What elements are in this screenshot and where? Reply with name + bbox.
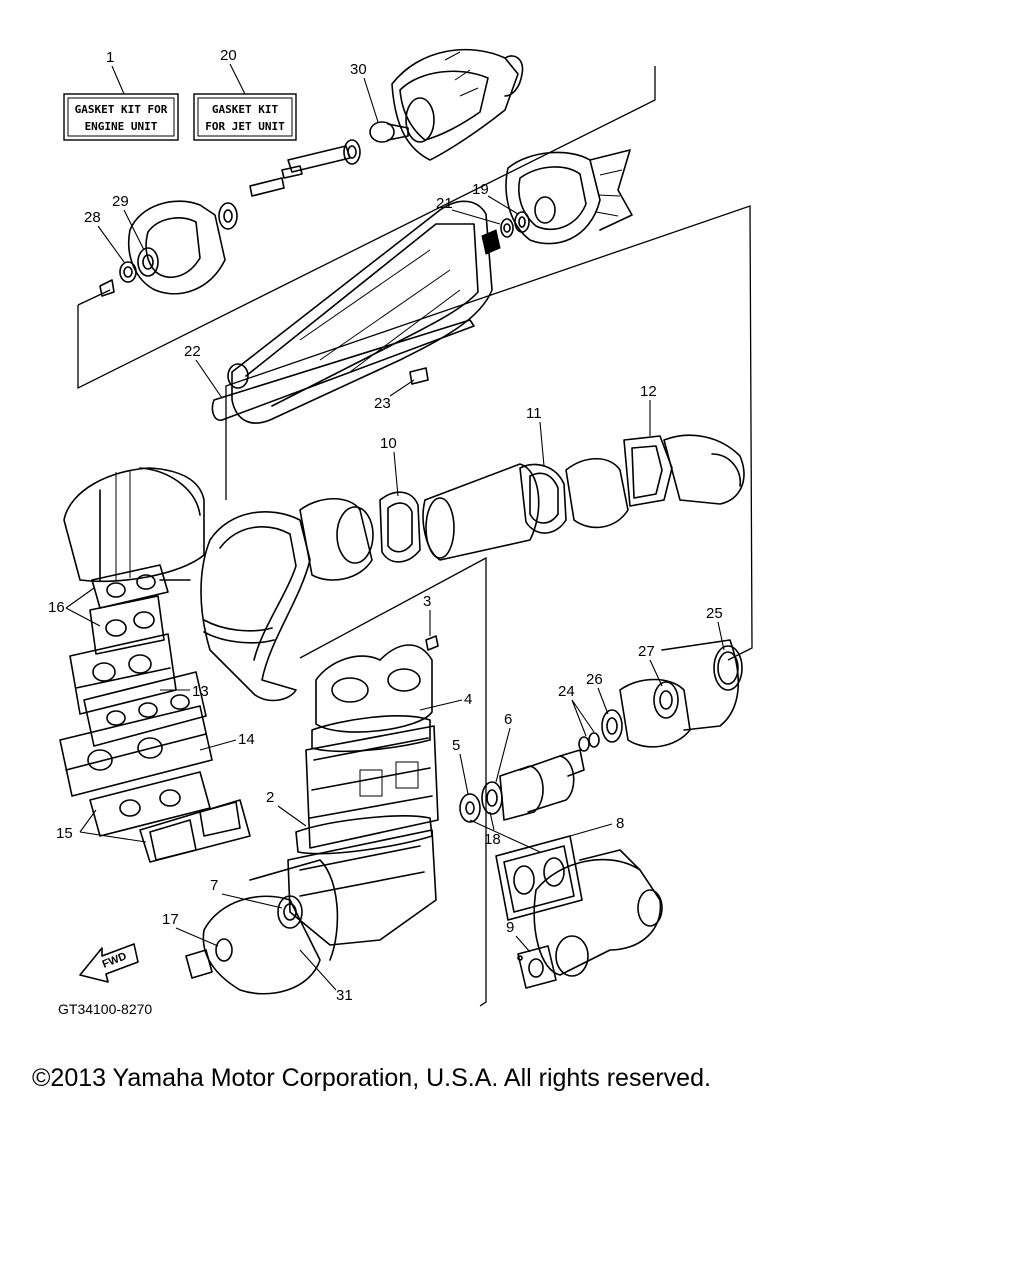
callout-9: 9 xyxy=(506,919,514,936)
callouts: 30 29 28 19 21 22 23 12 11 10 16 3 25 27… xyxy=(48,61,725,1004)
callout-30: 29 xyxy=(112,193,129,210)
callout-11: 11 xyxy=(526,405,542,422)
callout-18: 31 xyxy=(336,987,353,1004)
engine-assembly xyxy=(287,556,585,1007)
callout-15: 15 xyxy=(56,825,73,842)
copyright-notice: ©2013 Yamaha Motor Corporation, U.S.A. A… xyxy=(32,1064,711,1092)
callout-26: 25 xyxy=(706,605,723,622)
forward-arrow-icon: FWD xyxy=(79,943,139,983)
jet-pump-assembly xyxy=(77,48,656,390)
callout-27: 26 xyxy=(586,671,603,688)
callout-8: 8 xyxy=(616,815,624,832)
kit-20-line2: FOR JET UNIT xyxy=(205,120,285,133)
diagram-code: GT34100-8270 xyxy=(58,1001,152,1017)
callout-23: 22 xyxy=(184,343,201,360)
callout-3: 3 xyxy=(423,593,431,610)
callout-31: 30 xyxy=(350,61,367,78)
gasket-kit-engine-label: GASKET KIT FOR ENGINE UNIT xyxy=(63,93,179,141)
callout-2: 2 xyxy=(266,789,274,806)
callout-10: 10 xyxy=(380,435,397,452)
intake-duct-assembly xyxy=(211,200,753,661)
intake-manifold-assembly xyxy=(59,467,251,863)
callout-1: 1 xyxy=(106,49,114,66)
callout-17: 17 xyxy=(162,911,179,928)
callout-6: 6 xyxy=(504,711,512,728)
bearing-housing-assembly xyxy=(578,639,743,752)
callout-22: 21 xyxy=(436,195,453,212)
callout-21: 19 xyxy=(472,181,489,198)
callout-28: 27 xyxy=(638,643,655,660)
callout-7: 7 xyxy=(210,877,218,894)
callout-19: 18 xyxy=(484,831,501,848)
callout-16: 16 xyxy=(48,599,65,616)
kit-20-line1: GASKET KIT xyxy=(212,103,279,116)
exhaust-assembly xyxy=(200,434,745,702)
callout-12: 12 xyxy=(640,383,657,400)
gasket-kit-jet-label: GASKET KIT FOR JET UNIT xyxy=(193,93,297,141)
flywheel-cover-assembly xyxy=(185,859,339,995)
callout-14: 14 xyxy=(238,731,255,748)
callout-24: 23 xyxy=(374,395,391,412)
callout-5: 5 xyxy=(452,737,460,754)
exhaust-manifold-assembly xyxy=(495,835,663,989)
callout-4: 4 xyxy=(464,691,472,708)
kit-1-line1: GASKET KIT FOR xyxy=(75,103,168,116)
callout-20: 20 xyxy=(220,47,237,64)
callout-25: 24 xyxy=(558,683,575,700)
callout-13: 13 xyxy=(192,683,209,700)
callout-29: 28 xyxy=(84,209,101,226)
kit-1-line2: ENGINE UNIT xyxy=(85,120,158,133)
